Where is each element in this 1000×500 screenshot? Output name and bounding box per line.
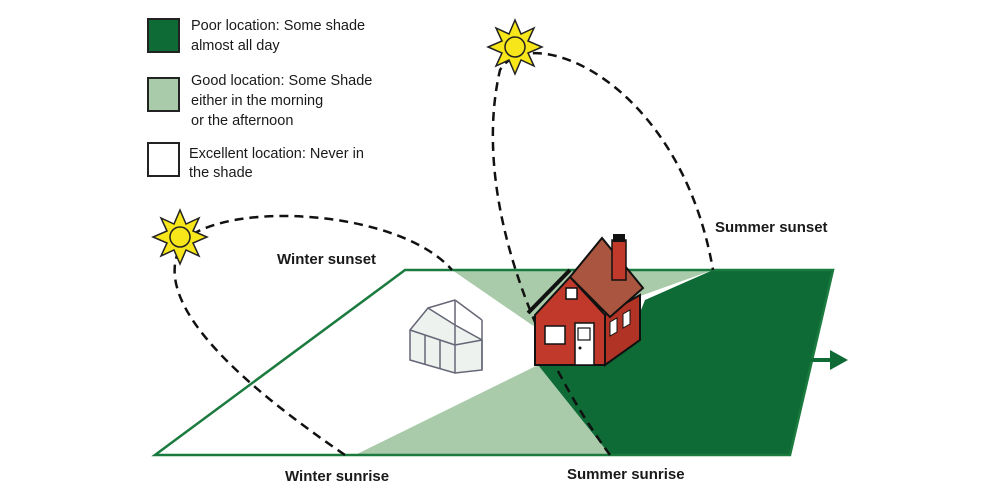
arrow-icon bbox=[808, 350, 848, 370]
greenhouse-icon bbox=[409, 299, 483, 374]
ground-plot bbox=[151, 268, 848, 457]
legend-swatch-poor bbox=[147, 18, 180, 53]
summer-sunrise-label: Summer sunrise bbox=[567, 466, 685, 483]
legend-swatch-good bbox=[147, 77, 180, 112]
legend: Poor location: Some shade almost all day… bbox=[147, 18, 372, 181]
legend-poor-line2: almost all day bbox=[191, 38, 280, 54]
legend-poor-line1: Poor location: Some shade bbox=[191, 18, 365, 34]
poor-zone bbox=[538, 270, 833, 455]
good-zone-bottom bbox=[355, 365, 610, 455]
legend-good-line1: Good location: Some Shade bbox=[191, 73, 372, 89]
legend-excellent-line1: Excellent location: Never in bbox=[189, 146, 364, 162]
summer-sunset-label: Summer sunset bbox=[715, 219, 828, 236]
summer-sun-icon bbox=[486, 18, 544, 76]
legend-good-line2: either in the morning bbox=[191, 93, 323, 109]
legend-swatch-excellent bbox=[147, 142, 180, 177]
winter-sunrise-label: Winter sunrise bbox=[285, 468, 389, 485]
plot-border bbox=[151, 268, 835, 457]
winter-sunset-label: Winter sunset bbox=[277, 251, 376, 268]
legend-excellent-line2: the shade bbox=[189, 165, 253, 181]
legend-good-line3: or the afternoon bbox=[191, 113, 293, 129]
winter-sun-icon bbox=[151, 208, 209, 266]
house-icon bbox=[526, 234, 645, 367]
